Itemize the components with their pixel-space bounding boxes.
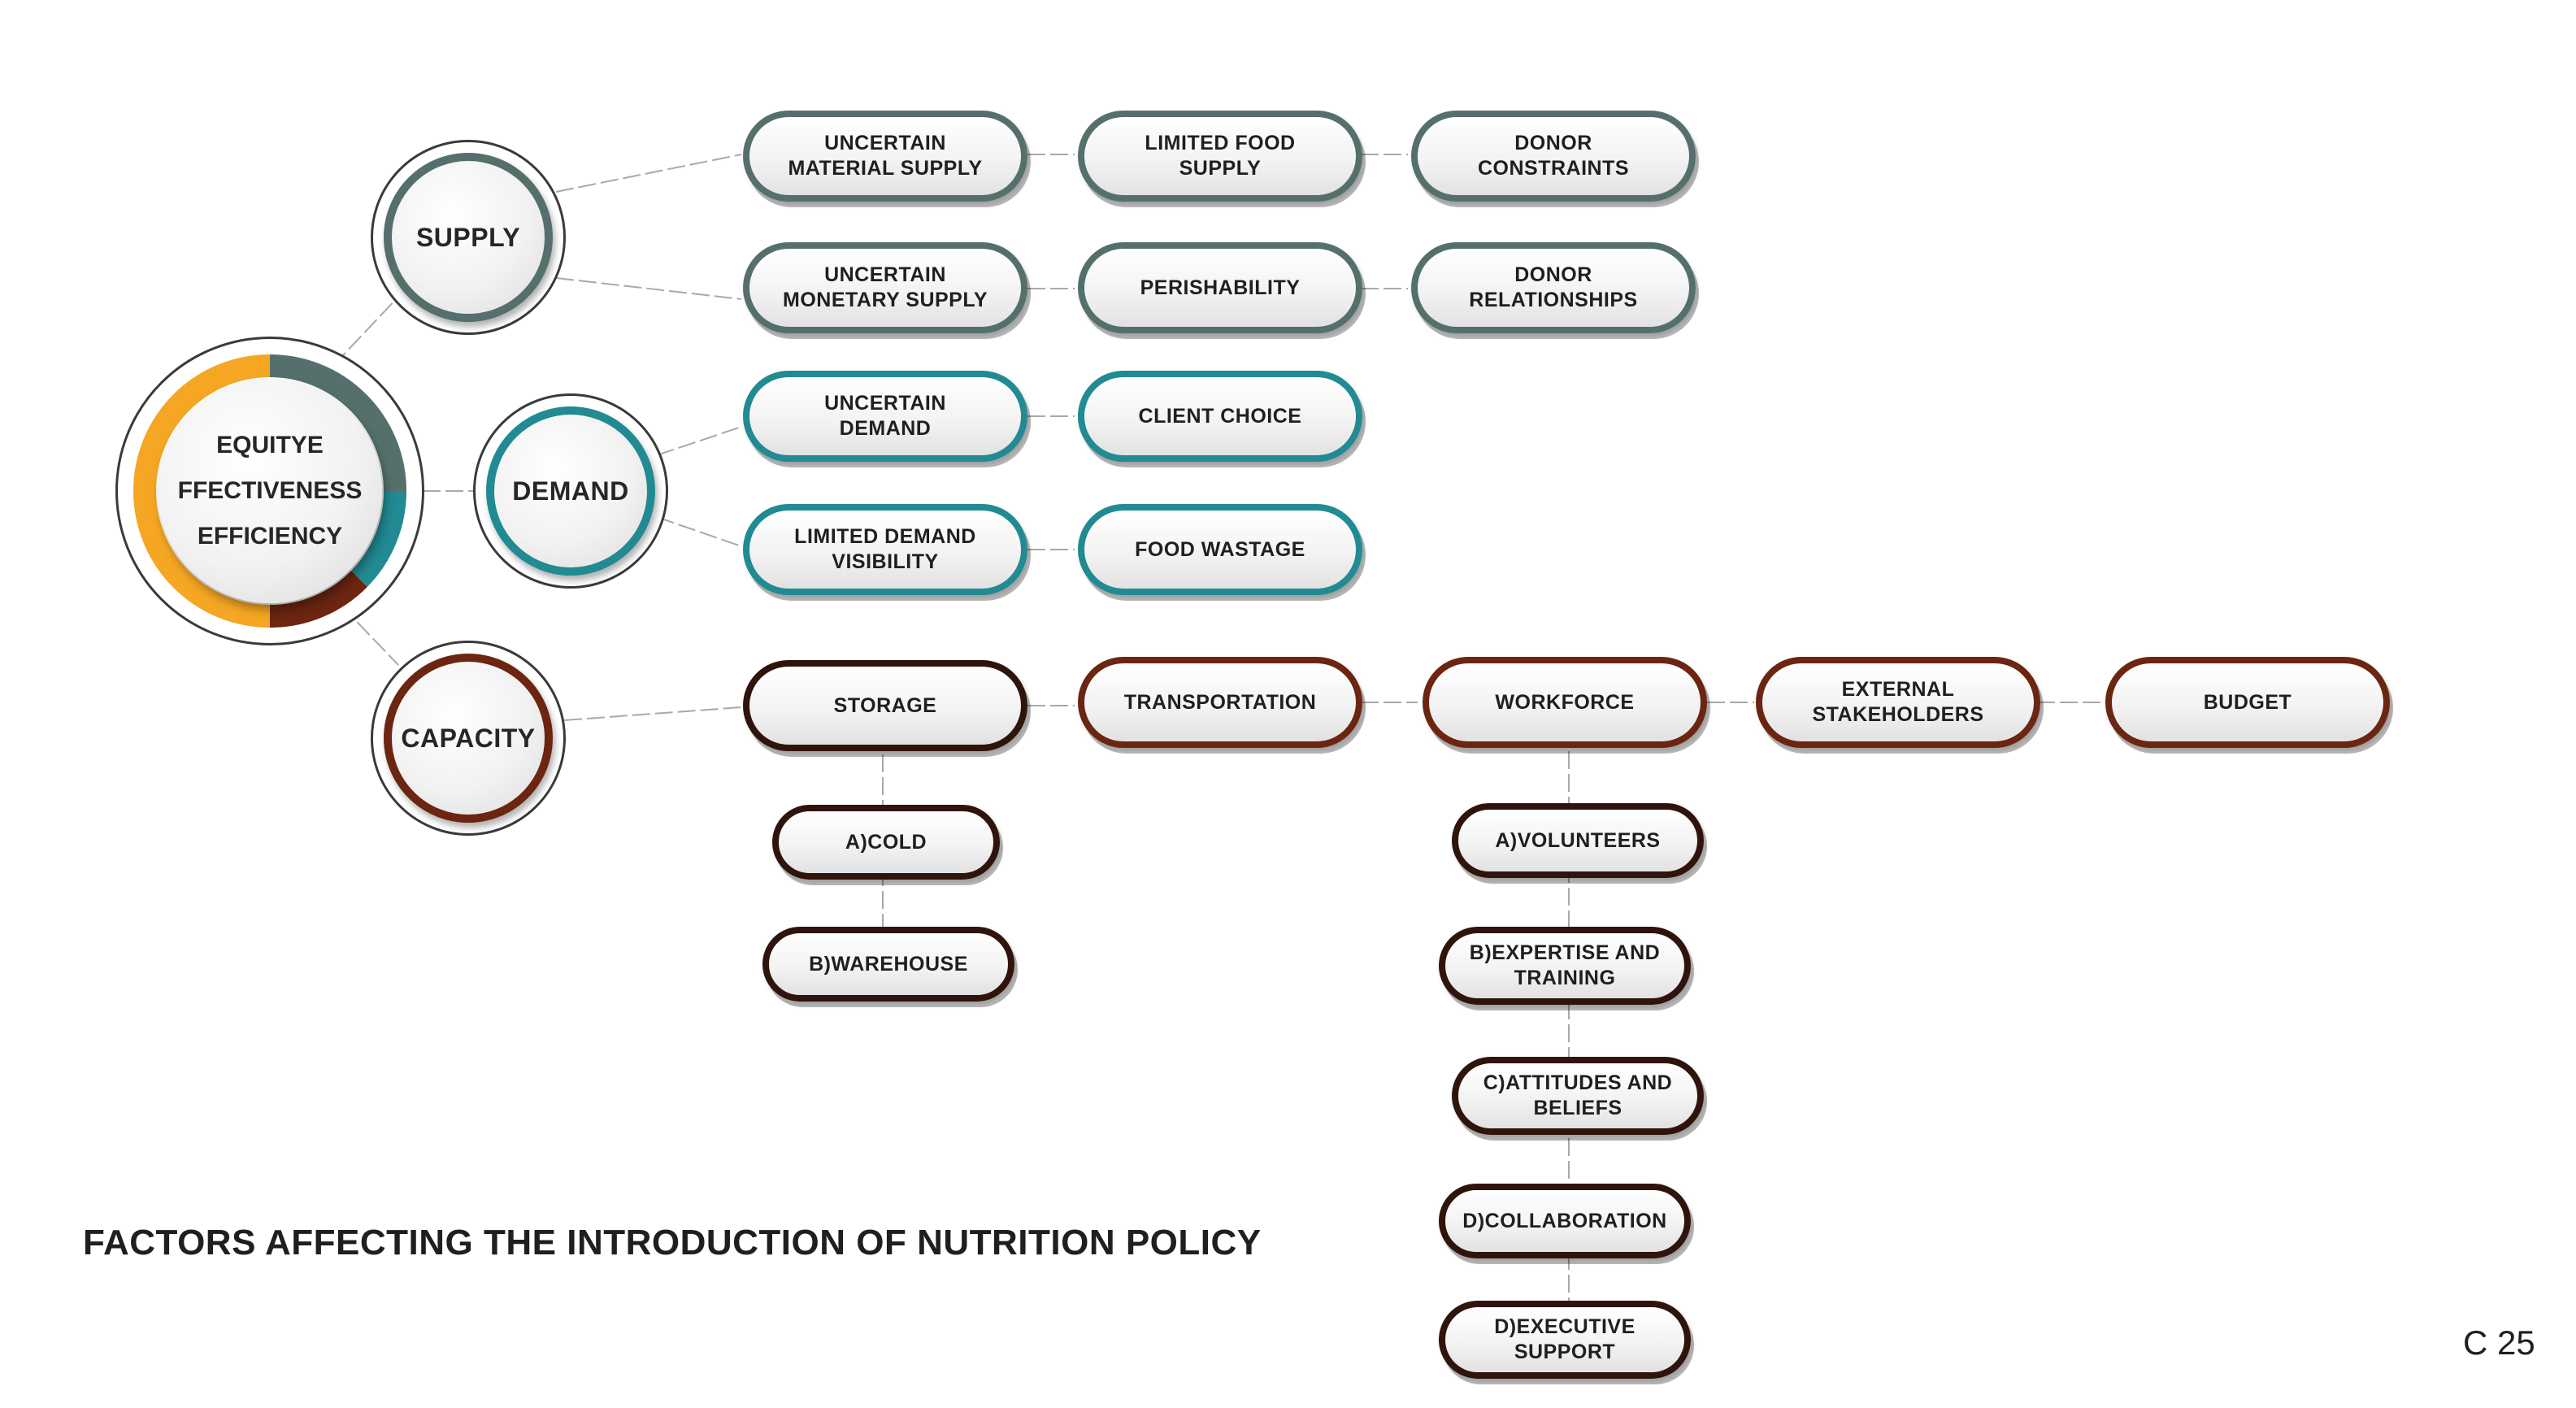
page-title: FACTORS AFFECTING THE INTRODUCTION OF NU… — [83, 1223, 1262, 1262]
connector-capacity-storage — [563, 706, 742, 721]
hub-color-ring — [133, 354, 407, 628]
transportation: TRANSPORTATION — [1078, 657, 1362, 748]
hub-line-2: FFECTIVENESS — [177, 477, 363, 504]
workforce-executive-support: D)EXECUTIVE SUPPORT — [1439, 1301, 1691, 1379]
donor-constraints: DONOR CONSTRAINTS — [1411, 111, 1696, 202]
workforce-expertise-training: B)EXPERTISE AND TRAINING — [1439, 927, 1691, 1005]
limited-food-supply: LIMITED FOOD SUPPLY — [1078, 111, 1362, 202]
workforce-volunteers: A)VOLUNTEERS — [1452, 803, 1704, 878]
connector-demand-row1 — [656, 426, 742, 456]
workforce-collaboration: D)COLLABORATION — [1439, 1184, 1691, 1258]
hub-line-3: EFFICIENCY — [197, 523, 343, 550]
connector-hub-supply — [332, 296, 399, 367]
connector-demand-row2 — [656, 516, 742, 547]
hub-ring-demand — [350, 490, 407, 587]
uncertain-material-supply: UNCERTAIN MATERIAL SUPPLY — [743, 111, 1027, 202]
connector-supply-row1 — [555, 154, 742, 193]
limited-demand-visibility: LIMITED DEMAND VISIBILITY — [743, 504, 1027, 595]
hub-ring-capacity — [269, 570, 367, 628]
demand-circle: DEMAND — [486, 406, 655, 576]
hub-center: EQUITYE FFECTIVENESS EFFICIENCY — [158, 379, 382, 603]
donor-relationships: DONOR RELATIONSHIPS — [1411, 242, 1696, 333]
perishability: PERISHABILITY — [1078, 242, 1362, 333]
supply-label: SUPPLY — [415, 222, 521, 252]
hub-ring-accent — [133, 354, 271, 628]
storage-cold: A)COLD — [772, 805, 1000, 880]
page-number: C 25 — [2463, 1323, 2535, 1362]
client-choice: CLIENT CHOICE — [1078, 371, 1362, 462]
uncertain-monetary-supply: UNCERTAIN MONETARY SUPPLY — [743, 242, 1027, 333]
storage: STORAGE — [743, 660, 1027, 751]
capacity-label: CAPACITY — [401, 723, 536, 753]
budget: BUDGET — [2105, 657, 2390, 748]
food-wastage: FOOD WASTAGE — [1078, 504, 1362, 595]
capacity-circle: CAPACITY — [384, 654, 553, 823]
external-stakeholders: EXTERNAL STAKEHOLDERS — [1756, 657, 2040, 748]
hub-ring-supply — [269, 354, 406, 492]
workforce: WORKFORCE — [1423, 657, 1707, 748]
storage-warehouse: B)WAREHOUSE — [762, 927, 1014, 1002]
hub-line-1: EQUITYE — [216, 432, 324, 458]
supply-circle: SUPPLY — [384, 153, 553, 322]
workforce-attitudes-beliefs: C)ATTITUDES AND BELIEFS — [1452, 1057, 1704, 1135]
demand-label: DEMAND — [512, 476, 629, 506]
connector-supply-row2 — [555, 277, 742, 300]
uncertain-demand: UNCERTAIN DEMAND — [743, 371, 1027, 462]
